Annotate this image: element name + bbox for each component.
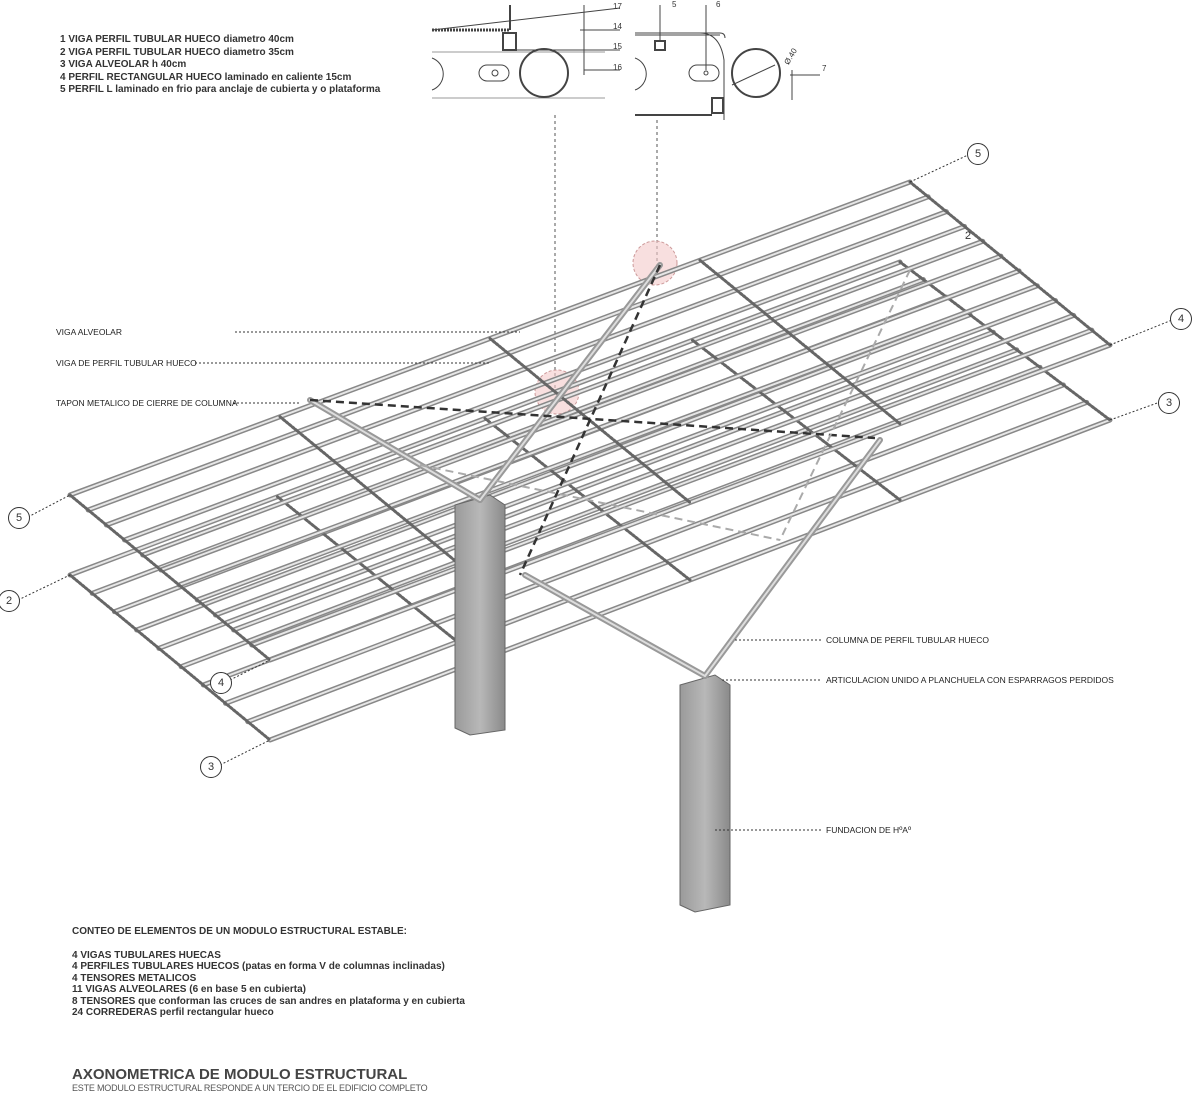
count-item: 11 VIGAS ALVEOLARES (6 en base 5 en cubi… (72, 984, 306, 995)
detail-number: 17 (613, 2, 622, 11)
marker-5: 5 (8, 507, 30, 529)
callout-fundacion: FUNDACION DE HºAº (826, 825, 912, 835)
marker-4: 4 (210, 672, 232, 694)
detail-number: 16 (613, 63, 622, 72)
legend-item: 1 VIGA PERFIL TUBULAR HUECO diametro 40c… (60, 34, 294, 45)
legend-item: 4 PERFIL RECTANGULAR HUECO laminado en c… (60, 71, 352, 83)
platform-alveolar-beam (68, 573, 272, 742)
legend-item: 5 PERFIL L laminado en frio para anclaje… (60, 84, 381, 95)
marker-4: 4 (1170, 308, 1192, 330)
marker-3: 3 (200, 756, 222, 778)
roof-alveolar-beam (908, 180, 1112, 347)
detail-number: 7 (822, 64, 827, 73)
detail-section-right (634, 5, 820, 120)
count-item: 8 TENSORES que conforman las cruces de s… (72, 995, 465, 1007)
callout-tapon: TAPON METALICO DE CIERRE DE COLUMNA (56, 398, 238, 408)
detail-number: 5 (672, 0, 677, 9)
tensors (309, 264, 876, 576)
legend: 1 VIGA PERFIL TUBULAR HUECO diametro 40c… (60, 34, 390, 97)
roof-alveolar-beam (698, 258, 902, 426)
callout-viga-tubular: VIGA DE PERFIL TUBULAR HUECO (56, 358, 197, 368)
count-heading: CONTEO DE ELEMENTOS DE UN MODULO ESTRUCT… (72, 926, 408, 937)
marker-3: 3 (1158, 392, 1180, 414)
drawing-title: AXONOMETRICA DE MODULO ESTRUCTURAL (72, 1066, 408, 1083)
foundation-left (454, 494, 506, 736)
detail-number: 15 (613, 42, 622, 51)
callout-columna: COLUMNA DE PERFIL TUBULAR HUECO (826, 635, 989, 645)
roof-alveolar-beam (68, 493, 272, 662)
callout-articulacion: ARTICULACION UNIDO A PLANCHUELA CON ESPA… (826, 675, 1114, 685)
drawing-subtitle: ESTE MODULO ESTRUCTURAL RESPONDE A UN TE… (72, 1083, 428, 1093)
callout-viga-alveolar: VIGA ALVEOLAR (56, 327, 122, 337)
marker-2: 2 (0, 590, 20, 612)
marker-5: 5 (967, 143, 989, 165)
marker-2: 2 (964, 230, 972, 242)
count-item: 4 VIGAS TUBULARES HUECAS (72, 949, 221, 961)
element-count: CONTEO DE ELEMENTOS DE UN MODULO ESTRUCT… (72, 926, 465, 1019)
legend-item: 3 VIGA ALVEOLAR h 40cm (60, 59, 187, 70)
legend-item: 2 VIGA PERFIL TUBULAR HUECO diametro 35c… (60, 46, 294, 58)
count-item: 4 PERFILES TUBULARES HUECOS (patas en fo… (72, 961, 445, 972)
count-item: 4 TENSORES METALICOS (72, 972, 197, 984)
roof-alveolar-beam (278, 415, 482, 583)
detail-section-left (431, 5, 621, 99)
foundation-right (679, 674, 731, 913)
count-item: 24 CORREDERAS perfil rectangular hueco (72, 1007, 274, 1018)
platform-alveolar-beam (276, 495, 482, 662)
detail-number: 6 (716, 0, 721, 9)
detail-number: 14 (613, 22, 622, 31)
